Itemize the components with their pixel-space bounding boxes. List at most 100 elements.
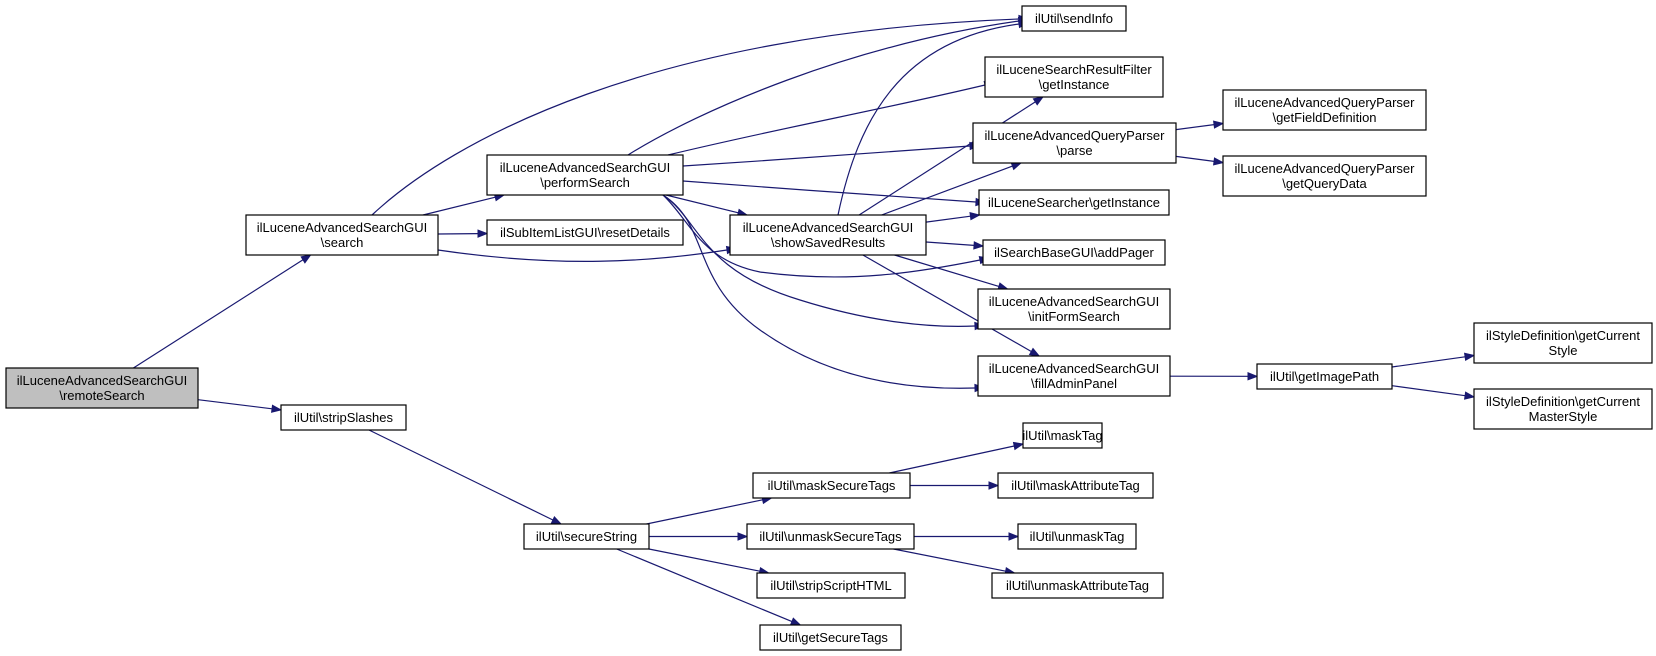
edge-search-to-sendInfo: [371, 14, 1030, 216]
arrowhead: [271, 404, 283, 413]
node-label: ilLuceneAdvancedSearchGUI: [989, 361, 1160, 376]
node-box: [1222, 89, 1427, 131]
node-addPager[interactable]: ilSearchBaseGUI\addPager: [982, 239, 1166, 266]
node-getQueryData[interactable]: ilLuceneAdvancedQueryParser\getQueryData: [1222, 155, 1427, 197]
node-label: \fillAdminPanel: [1031, 376, 1117, 391]
node-resetDetails[interactable]: ilSubItemListGUI\resetDetails: [486, 219, 684, 246]
node-fillAdminPanel[interactable]: ilLuceneAdvancedSearchGUI\fillAdminPanel: [977, 355, 1171, 397]
node-stripSlashes[interactable]: ilUtil\stripSlashes: [280, 404, 407, 431]
node-box: [1022, 422, 1103, 449]
node-box: [1017, 523, 1137, 550]
node-maskAttributeTag[interactable]: ilUtil\maskAttributeTag: [997, 472, 1154, 499]
node-label: ilLuceneAdvancedSearchGUI: [257, 220, 428, 235]
node-showSavedResults[interactable]: ilLuceneAdvancedSearchGUI\showSavedResul…: [729, 214, 927, 256]
arrowhead: [1213, 157, 1225, 166]
node-label: ilLuceneAdvancedSearchGUI: [17, 373, 188, 388]
arrowhead: [973, 241, 985, 250]
edge-unmaskSecureTags-to-unmaskTag: [914, 532, 1020, 541]
edge-parse-to-getQueryData: [1175, 155, 1225, 166]
node-label: ilLuceneAdvancedQueryParser: [1235, 161, 1416, 176]
node-label: \showSavedResults: [771, 235, 886, 250]
node-box: [523, 523, 650, 550]
edge-getImagePath-to-getCurrentMasterStyle: [1391, 385, 1476, 400]
node-searcherGetInstance[interactable]: ilLuceneSearcher\getInstance: [978, 189, 1170, 216]
node-box: [756, 572, 906, 599]
node-label: ilSubItemListGUI\resetDetails: [500, 225, 670, 240]
node-label: ilUtil\stripSlashes: [294, 410, 393, 425]
node-label: \initFormSearch: [1028, 309, 1120, 324]
node-maskTag[interactable]: ilUtil\maskTag: [1022, 422, 1103, 449]
node-getSecureTags[interactable]: ilUtil\getSecureTags: [759, 624, 902, 651]
edge-remoteSearch-to-search: [133, 254, 312, 369]
node-secureString[interactable]: ilUtil\secureString: [523, 523, 650, 550]
node-stripScriptHTML[interactable]: ilUtil\stripScriptHTML: [756, 572, 906, 599]
node-label: ilUtil\getSecureTags: [773, 630, 888, 645]
node-label: ilUtil\maskSecureTags: [768, 478, 896, 493]
node-initFormSearch[interactable]: ilLuceneAdvancedSearchGUI\initFormSearch: [977, 288, 1171, 330]
node-label: \getFieldDefinition: [1272, 110, 1376, 125]
edge-search-to-resetDetails: [437, 229, 489, 238]
edge-search-to-performSearch: [422, 193, 506, 216]
node-remoteSearch[interactable]: ilLuceneAdvancedSearchGUI\remoteSearch: [5, 367, 199, 409]
node-box: [997, 472, 1154, 499]
node-label: \getQueryData: [1282, 176, 1367, 191]
arrowhead: [300, 254, 312, 264]
node-getImagePath[interactable]: ilUtil\getImagePath: [1256, 363, 1393, 390]
node-performSearch[interactable]: ilLuceneAdvancedSearchGUI\performSearch: [486, 154, 684, 196]
node-label: \parse: [1056, 143, 1092, 158]
node-box: [280, 404, 407, 431]
node-label: ilUtil\unmaskSecureTags: [759, 529, 902, 544]
edge-unmaskSecureTags-to-unmaskAttributeTag: [893, 548, 1016, 576]
arrowhead: [1463, 352, 1476, 361]
node-label: ilLuceneAdvancedQueryParser: [985, 128, 1166, 143]
node-label: ilUtil\unmaskAttributeTag: [1006, 578, 1149, 593]
node-getFieldDefinition[interactable]: ilLuceneAdvancedQueryParser\getFieldDefi…: [1222, 89, 1427, 131]
node-label: Style: [1549, 343, 1578, 358]
edge-remoteSearch-to-stripSlashes: [197, 399, 283, 413]
node-label: ilUtil\maskTag: [1022, 428, 1102, 443]
node-maskSecureTags[interactable]: ilUtil\maskSecureTags: [752, 472, 911, 499]
node-parse[interactable]: ilLuceneAdvancedQueryParser\parse: [972, 122, 1177, 164]
node-label: ilLuceneSearchResultFilter: [996, 62, 1152, 77]
node-sendInfo[interactable]: ilUtil\sendInfo: [1021, 5, 1127, 32]
arrowhead: [550, 516, 563, 525]
edge-secureString-to-stripScriptHTML: [648, 548, 770, 576]
node-label: ilUtil\unmaskTag: [1030, 529, 1125, 544]
node-box: [1021, 5, 1127, 32]
node-label: ilUtil\stripScriptHTML: [770, 578, 891, 593]
node-box: [1473, 388, 1653, 430]
node-unmaskSecureTags[interactable]: ilUtil\unmaskSecureTags: [746, 523, 915, 550]
node-box: [977, 288, 1171, 330]
node-search[interactable]: ilLuceneAdvancedSearchGUI\search: [245, 214, 439, 256]
node-label: ilLuceneSearcher\getInstance: [988, 195, 1160, 210]
node-box: [486, 219, 684, 246]
node-box: [1256, 363, 1393, 390]
edge-search-to-showSavedResults: [437, 245, 738, 262]
node-box: [984, 56, 1164, 98]
arrowhead: [1012, 441, 1025, 451]
node-label: ilLuceneAdvancedSearchGUI: [500, 160, 671, 175]
edge-secureString-to-unmaskSecureTags: [649, 532, 749, 541]
node-label: ilLuceneAdvancedSearchGUI: [989, 294, 1160, 309]
arrowhead: [969, 212, 981, 221]
node-filterGetInstance[interactable]: ilLuceneSearchResultFilter\getInstance: [984, 56, 1164, 98]
edge-showSavedResults-to-fillAdminPanel: [862, 254, 1041, 357]
node-label: ilLuceneAdvancedQueryParser: [1235, 95, 1416, 110]
node-box: [1222, 155, 1427, 197]
edge-showSavedResults-to-filterGetInstance: [858, 96, 1045, 216]
node-label: ilLuceneAdvancedSearchGUI: [743, 220, 914, 235]
edge-showSavedResults-to-initFormSearch: [894, 254, 1009, 291]
node-label: ilUtil\getImagePath: [1270, 369, 1379, 384]
node-label: ilStyleDefinition\getCurrent: [1486, 394, 1640, 409]
node-unmaskTag[interactable]: ilUtil\unmaskTag: [1017, 523, 1137, 550]
node-unmaskAttributeTag[interactable]: ilUtil\unmaskAttributeTag: [991, 572, 1164, 599]
node-box: [991, 572, 1164, 599]
node-label: \remoteSearch: [59, 388, 144, 403]
node-label: \getInstance: [1039, 77, 1110, 92]
arrowhead: [1463, 391, 1476, 400]
edge-performSearch-to-sendInfo: [627, 16, 1030, 156]
edge-performSearch-to-parse: [682, 141, 981, 167]
